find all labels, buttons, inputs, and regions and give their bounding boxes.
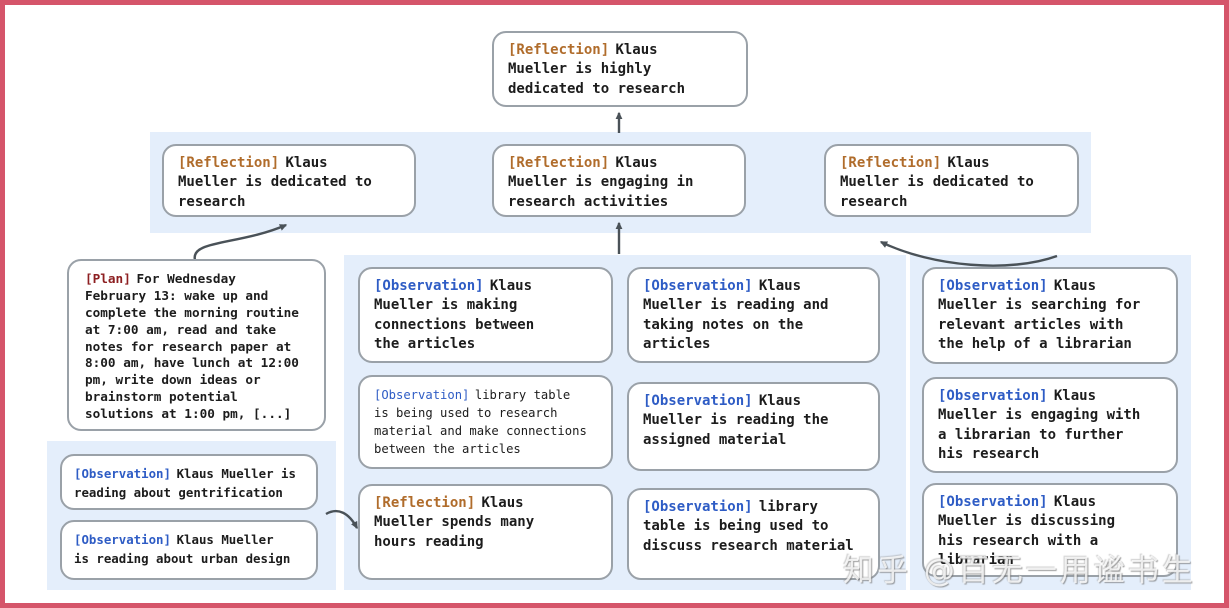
- observation-tag: [Observation]: [643, 499, 753, 515]
- reflection-tag: [Reflection]: [840, 155, 942, 171]
- reflection-tag: [Reflection]: [374, 495, 476, 511]
- node-observation-library-table-research: [Observation]library table is being used…: [358, 375, 613, 469]
- node-reflection-engaging: [Reflection]Klaus Mueller is engaging in…: [492, 144, 746, 217]
- node-text: Klaus Mueller is reading the assigned ma…: [643, 393, 829, 448]
- node-text: Klaus Mueller is reading about gentrific…: [74, 466, 296, 501]
- node-text: library table is being used to research …: [374, 388, 587, 457]
- node-reflection-dedicated-right: [Reflection]Klaus Mueller is dedicated t…: [824, 144, 1079, 217]
- node-text: Klaus Mueller is reading and taking note…: [643, 278, 829, 352]
- observation-tag: [Observation]: [938, 494, 1048, 510]
- node-reflection-spends-hours-reading: [Reflection]Klaus Mueller spends many ho…: [358, 484, 613, 580]
- observation-tag: [Observation]: [374, 388, 470, 402]
- observation-tag: [Observation]: [938, 278, 1048, 294]
- reflection-tag: [Reflection]: [508, 42, 610, 58]
- observation-tag: [Observation]: [643, 393, 753, 409]
- node-root-reflection: [Reflection]Klaus Mueller is highly dedi…: [492, 31, 748, 107]
- node-text: Klaus Mueller is dedicated to research: [178, 155, 372, 210]
- reflection-tag: [Reflection]: [178, 155, 280, 171]
- node-observation-making-connections: [Observation]Klaus Mueller is making con…: [358, 267, 613, 363]
- node-text: Klaus Mueller is engaging with a librari…: [938, 388, 1141, 462]
- node-text: Klaus Mueller is making connections betw…: [374, 278, 535, 352]
- node-observation-urban-design: [Observation]Klaus Mueller is reading ab…: [60, 520, 318, 580]
- observation-tag: [Observation]: [374, 278, 484, 294]
- node-observation-gentrification: [Observation]Klaus Mueller is reading ab…: [60, 454, 318, 510]
- node-text: library table is being used to discuss r…: [643, 499, 854, 554]
- observation-tag: [Observation]: [74, 466, 171, 481]
- observation-tag: [Observation]: [938, 388, 1048, 404]
- node-observation-library-table-discuss: [Observation]library table is being used…: [627, 488, 880, 580]
- reflection-tag: [Reflection]: [508, 155, 610, 171]
- node-observation-assigned-material: [Observation]Klaus Mueller is reading th…: [627, 382, 880, 471]
- node-plan: [Plan]For Wednesday February 13: wake up…: [67, 259, 326, 431]
- node-text: Klaus Mueller is reading about urban des…: [74, 532, 291, 567]
- plan-tag: [Plan]: [85, 271, 131, 286]
- node-text: Klaus Mueller is engaging in research ac…: [508, 155, 694, 210]
- zhihu-watermark: 知乎 @百无一用谧书生: [843, 553, 1196, 589]
- node-text: Klaus Mueller is searching for relevant …: [938, 278, 1141, 352]
- observation-tag: [Observation]: [643, 278, 753, 294]
- node-observation-taking-notes: [Observation]Klaus Mueller is reading an…: [627, 267, 880, 363]
- node-observation-engaging-librarian: [Observation]Klaus Mueller is engaging w…: [922, 377, 1178, 473]
- node-observation-searching-articles: [Observation]Klaus Mueller is searching …: [922, 267, 1178, 364]
- node-text: Klaus Mueller spends many hours reading: [374, 495, 535, 550]
- node-observation-discussing-research: [Observation]Klaus Mueller is discussing…: [922, 483, 1178, 577]
- observation-tag: [Observation]: [74, 532, 171, 547]
- node-text: Klaus Mueller is dedicated to research: [840, 155, 1034, 210]
- node-text: For Wednesday February 13: wake up and c…: [85, 271, 299, 422]
- node-text: Klaus Mueller is highly dedicated to res…: [508, 42, 686, 97]
- node-reflection-dedicated-left: [Reflection]Klaus Mueller is dedicated t…: [162, 144, 416, 217]
- node-text: Klaus Mueller is discussing his research…: [938, 494, 1116, 568]
